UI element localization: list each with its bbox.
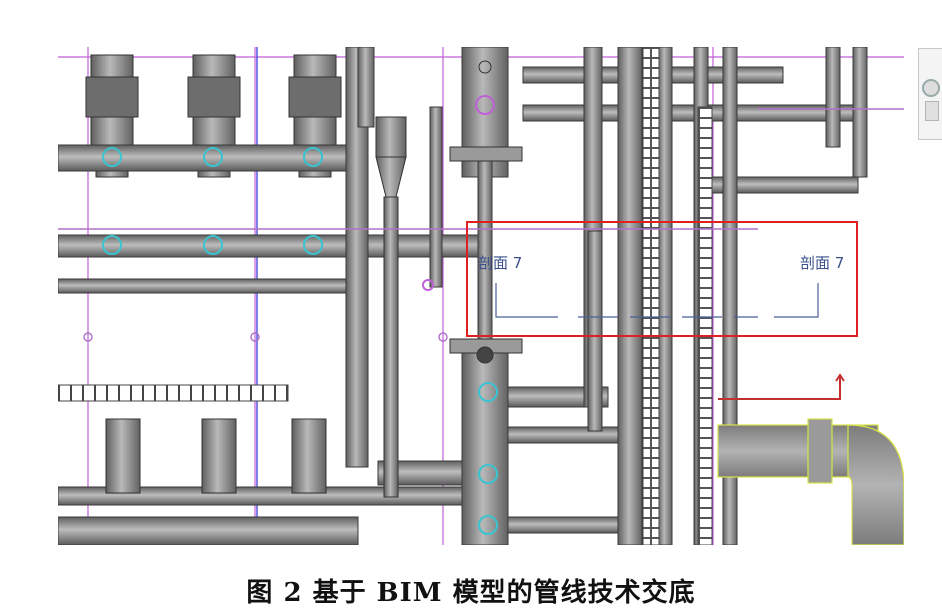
bim-pipe-model [58,47,904,545]
large-duct [717,418,904,545]
zoom-control[interactable] [925,101,939,121]
navigation-widget[interactable] [918,48,942,140]
section-label-left: 剖面 7 [478,254,523,272]
cyclone-separator [375,116,407,498]
pump-units-top [85,54,342,178]
section-label-right: 剖面 7 [800,254,845,272]
red-arrow-icon [718,373,845,400]
purple-pipes [58,108,904,342]
pump-units-bottom [105,418,327,494]
section-cut-line [495,283,819,318]
figure-caption: 图 2 基于 BIM 模型的管线技术交底 [246,578,696,608]
pipe-connectors [102,95,498,535]
nav-handle-icon [921,55,941,59]
section-highlight-box [466,221,858,337]
bim-model-viewport[interactable]: 剖面 7 剖面 7 [58,47,904,545]
vessel-flanges [449,60,523,364]
cable-tray [58,47,713,545]
navigation-wheel-icon[interactable] [922,79,940,97]
